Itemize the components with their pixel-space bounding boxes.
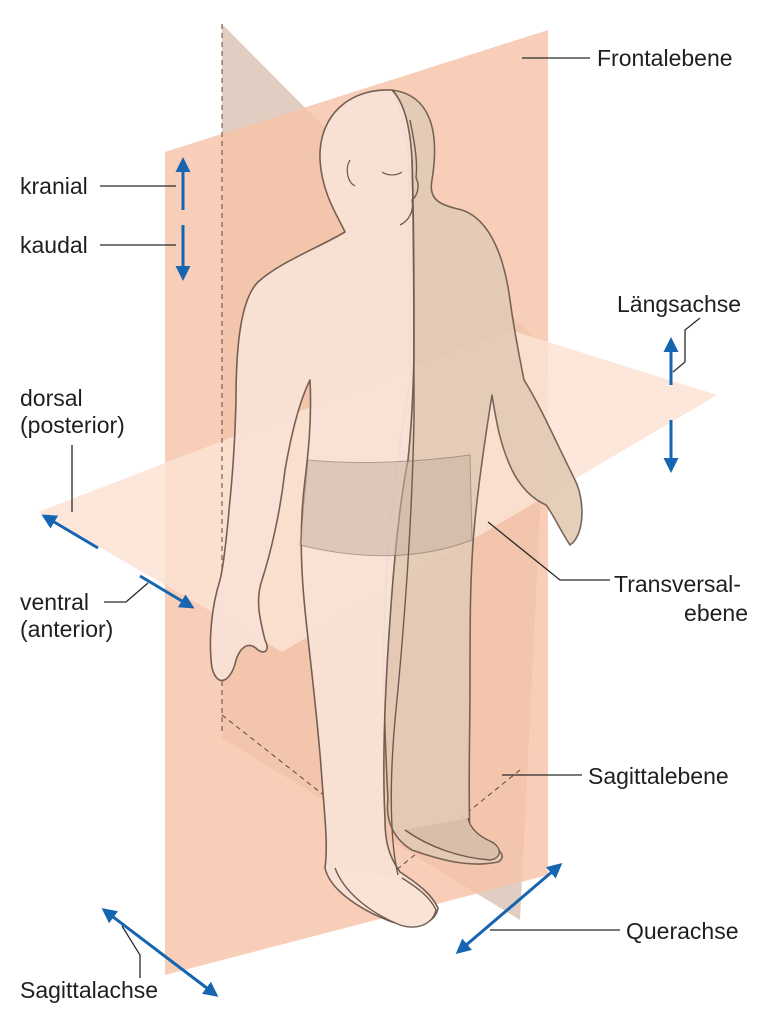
label-sagittalachse: Sagittalachse (20, 977, 159, 1003)
leader-lines (71, 57, 701, 978)
label-dorsal: dorsal (20, 385, 83, 411)
label-posterior: (posterior) (20, 412, 125, 438)
label-kaudal: kaudal (20, 232, 88, 258)
eye (381, 171, 403, 176)
human-figure (209, 89, 583, 928)
body-midline (390, 159, 415, 876)
face-profile (399, 119, 419, 226)
label-transversal-line1: Transversal- (614, 571, 741, 597)
querachse-arrow (455, 863, 563, 954)
label-kranial: kranial (20, 173, 88, 199)
label-frontalebene: Frontalebene (597, 45, 733, 71)
label-querachse: Querachse (626, 918, 739, 944)
back-foot (404, 817, 500, 861)
label-transversal-line2: ebene (684, 600, 748, 626)
axis-arrows (41, 157, 679, 997)
pelvis-band (299, 454, 473, 557)
front-foot (334, 867, 437, 928)
ventral-arrow (139, 574, 195, 609)
dorsal-arrow (41, 514, 99, 550)
sagittalachse-arrow (101, 908, 219, 997)
label-sagittalebene: Sagittalebene (588, 763, 729, 789)
label-laengsachse: Längsachse (617, 291, 742, 317)
label-anterior: (anterior) (20, 616, 114, 642)
ear (346, 159, 356, 187)
label-ventral: ventral (20, 589, 90, 615)
